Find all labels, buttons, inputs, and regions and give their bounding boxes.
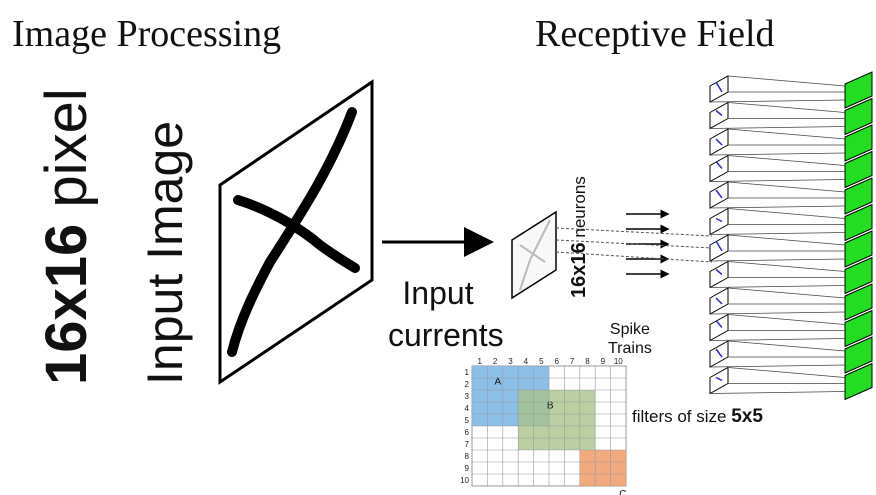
grid-col-number: 3 [508,357,513,366]
grid-col-number: 4 [524,357,529,366]
filter-region-label: B [547,400,554,411]
filter-grid: A B C 1 2 3 4 5 6 7 8 9 10 1 2 3 4 5 6 7 8 9 10 [460,357,627,495]
receptive-field-unit [709,203,873,242]
grid-col-number: 9 [601,357,606,366]
grid-row-number: 6 [465,428,470,437]
grid-col-number: 6 [554,357,559,366]
grid-col-number: 2 [493,357,498,366]
filter-region-label: A [494,376,501,387]
grid-row-number: 2 [465,380,470,389]
title-receptive-field: Receptive Field [535,13,775,55]
receptive-field-unit [709,309,873,348]
grid-row-number: 3 [465,392,470,401]
receptive-field-unit [709,336,873,374]
title-image-processing: Image Processing [12,13,282,55]
neurons-label: 16x16 neurons [568,176,590,298]
grid-row-number: 1 [465,368,470,377]
grid-col-number: 5 [539,357,544,366]
grid-col-number: 8 [585,357,590,366]
dashed-connections [555,227,713,263]
receptive-field-unit [709,230,873,268]
grid-col-number: 1 [477,357,482,366]
receptive-field-unit [709,283,873,321]
receptive-field-unit [709,97,873,136]
receptive-field-unit [709,71,873,109]
grid-row-number: 10 [460,476,469,485]
filter-region-b: B [518,390,596,450]
grid-row-number: 4 [465,404,470,413]
input-currents-label: Input currents [388,275,504,353]
grid-col-number: 7 [570,357,575,366]
filter-region-label: C [619,489,626,495]
receptive-field-unit [709,150,873,189]
filters-caption: filters of size 5x5 [632,406,763,427]
grid-row-number: 8 [465,452,470,461]
receptive-field-unit [709,177,873,215]
receptive-field-unit [709,124,873,162]
receptive-field-bank [709,71,873,401]
receptive-field-unit [709,256,873,295]
grid-row-number: 5 [465,416,470,425]
neuron-layer [511,210,557,300]
grid-col-number: 10 [614,357,623,366]
input-image-frame [218,79,374,385]
spike-trains-label: Spike Trains [608,321,652,357]
grid-row-number: 9 [465,464,470,473]
filter-region-c: C [579,450,626,495]
grid-row-number: 7 [465,440,470,449]
receptive-field-unit [709,362,873,401]
